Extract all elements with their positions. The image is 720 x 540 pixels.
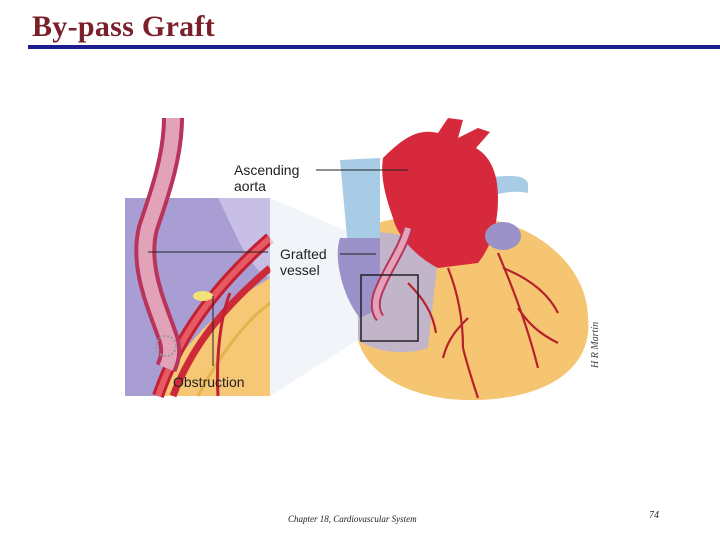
artist-signature: H R Martin [590, 322, 601, 369]
heart-diagram-svg: H R Martin [118, 118, 608, 403]
zoom-wedge [270, 198, 358, 396]
slide-title: By-pass Graft [32, 10, 215, 44]
title-underline [28, 45, 720, 49]
page-number: 74 [649, 510, 659, 521]
footer-chapter-text: Chapter 18, Cardiovascular System [288, 514, 417, 524]
bypass-graft-illustration: H R Martin Ascending aorta Grafted vesse… [118, 118, 608, 403]
label-ascending-aorta: Ascending aorta [234, 162, 299, 194]
heart [338, 118, 589, 400]
label-obstruction: Obstruction [173, 374, 245, 390]
inset-panel [125, 118, 270, 396]
label-grafted-vessel: Grafted vessel [280, 246, 327, 278]
